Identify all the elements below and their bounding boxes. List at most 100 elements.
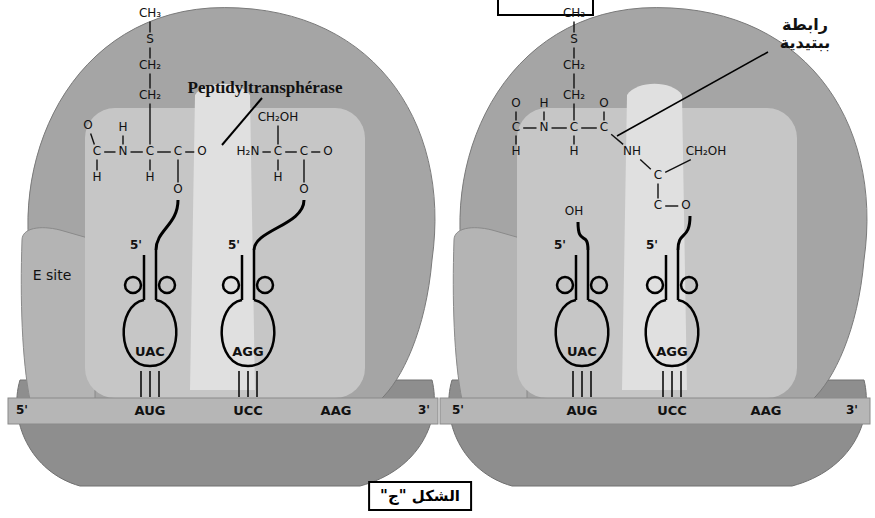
- trna-stem: [241, 255, 244, 300]
- base-pair: [140, 371, 142, 397]
- chemical-bond: [573, 74, 574, 89]
- anticodon-loop: [556, 300, 609, 366]
- base-pair: [247, 371, 249, 397]
- chemical-bond: [665, 205, 678, 206]
- anticodon-loop: [646, 300, 699, 366]
- base-pair: [581, 371, 583, 397]
- atom-symbol: C: [512, 121, 520, 134]
- trna-stem: [143, 255, 146, 300]
- enzyme-label: Peptidyltransphérase: [188, 79, 343, 98]
- base-pair: [572, 371, 574, 397]
- codon: AAG: [751, 404, 782, 418]
- atom-symbol: CH₂: [563, 59, 585, 72]
- trna-stem: [575, 255, 578, 300]
- base-pair: [149, 371, 151, 397]
- leader-line: [617, 52, 768, 136]
- atom-symbol: CH₃: [139, 7, 161, 20]
- trna-loop: [223, 277, 239, 293]
- atom-symbol: O: [681, 199, 690, 212]
- chemical-bond: [91, 134, 95, 145]
- chemical-bond: [657, 184, 658, 199]
- atom-symbol: H: [539, 97, 548, 110]
- atom-symbol: N: [119, 145, 128, 158]
- codon: UCC: [657, 404, 687, 418]
- chemical-bond: [611, 134, 623, 144]
- chemical-bond: [277, 160, 278, 171]
- atom-symbol: NH: [623, 145, 641, 158]
- end-label: 3': [846, 404, 858, 417]
- chemical-bond: [665, 160, 691, 173]
- chemical-bond: [573, 22, 574, 33]
- atom-symbol: CH₂OH: [686, 145, 727, 158]
- anticodon: AGG: [232, 345, 263, 359]
- atom-symbol: H₂N: [237, 145, 260, 158]
- atom-symbol: CH₂OH: [258, 111, 299, 124]
- chemical-bond: [104, 151, 115, 152]
- atom-symbol: S: [570, 33, 578, 46]
- chemical-bond: [581, 127, 597, 128]
- leader-line: [222, 98, 262, 145]
- trna-stem: [665, 255, 668, 300]
- chemical-bond: [573, 104, 574, 121]
- end-label: 5': [228, 239, 240, 252]
- codon: AUG: [135, 404, 166, 418]
- atom-symbol: C: [300, 145, 308, 158]
- atom-symbol: O: [599, 97, 608, 110]
- trna-loop: [681, 277, 697, 293]
- chemical-bond: [603, 112, 604, 121]
- atom-symbol: S: [146, 33, 154, 46]
- chemical-bond: [523, 127, 536, 128]
- chemical-bond: [130, 151, 142, 152]
- chemical-bond: [277, 126, 278, 145]
- atom-symbol: C: [654, 169, 662, 182]
- base-pair: [680, 371, 682, 397]
- atom-symbol: H: [569, 145, 578, 158]
- chemical-bond: [515, 136, 516, 145]
- base-pair: [590, 371, 592, 397]
- chemical-bond: [551, 127, 566, 128]
- chemical-bond: [122, 136, 123, 145]
- bond-label: رابطة ببتيدية: [763, 16, 847, 51]
- chemical-bond: [515, 112, 516, 121]
- trna-stem: [587, 250, 590, 300]
- end-label: 5': [554, 239, 566, 252]
- atom-symbol: O: [197, 145, 206, 158]
- atom-symbol: H: [511, 145, 520, 158]
- chemical-bond: [149, 104, 150, 145]
- trna-acceptor-arm: [678, 216, 690, 250]
- ribosome: [440, 8, 870, 486]
- atom-symbol: CH₂: [139, 89, 161, 102]
- end-label: 5': [646, 239, 658, 252]
- chemical-bond: [149, 74, 150, 89]
- trna-acceptor-arm: [578, 222, 588, 250]
- anticodon: UAC: [567, 345, 597, 359]
- base-pair: [238, 371, 240, 397]
- atom-symbol: C: [654, 199, 662, 212]
- atom-symbol: H: [145, 171, 154, 184]
- atom-symbol: O: [299, 183, 308, 196]
- chemical-bond: [573, 136, 574, 145]
- end-label: 5': [16, 404, 28, 417]
- chemical-bond: [96, 160, 97, 171]
- chemical-bond: [640, 160, 651, 170]
- chemical-bond: [185, 151, 194, 152]
- trna-stem: [253, 250, 256, 300]
- anticodon-loop: [124, 300, 177, 366]
- chemical-bond: [149, 22, 150, 33]
- chemical-bond: [177, 160, 178, 183]
- base-pair: [662, 371, 664, 397]
- chemical-bond: [303, 160, 304, 183]
- atom-symbol: H: [92, 171, 101, 184]
- base-pair: [671, 371, 673, 397]
- trna-acceptor-arm: [254, 200, 304, 250]
- atom-symbol: O: [83, 119, 92, 132]
- codon: AUG: [567, 404, 598, 418]
- chemical-bond: [573, 48, 574, 59]
- atom-symbol: O: [173, 183, 182, 196]
- anticodon-loop: [222, 300, 275, 366]
- trna-stem: [155, 250, 158, 300]
- base-pair: [158, 371, 160, 397]
- chemical-bond: [149, 48, 150, 59]
